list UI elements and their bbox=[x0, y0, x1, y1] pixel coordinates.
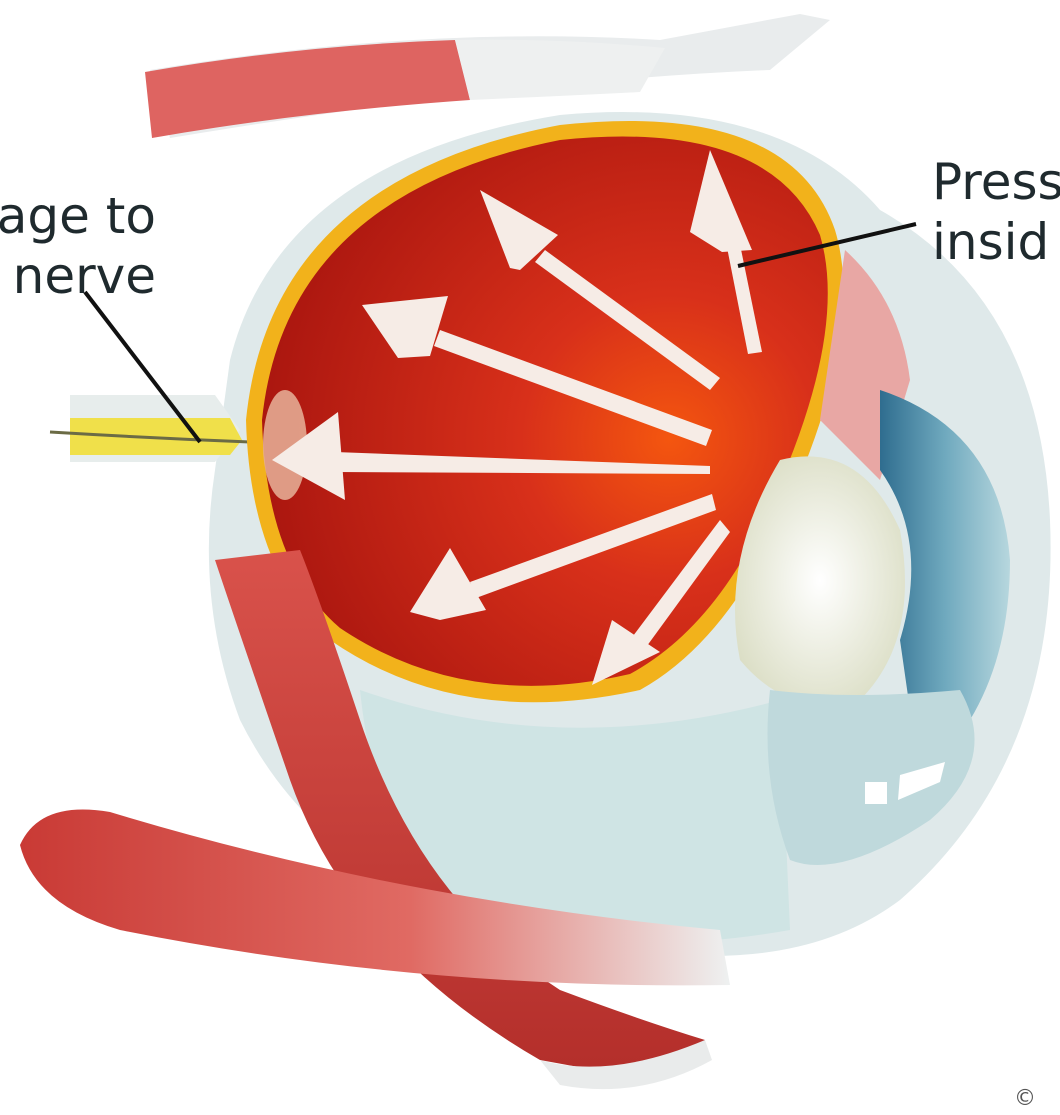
label-left-line2: nerve bbox=[13, 247, 156, 305]
optic-nerve-damage-label: age to nerve bbox=[0, 186, 156, 306]
superior-muscle bbox=[145, 14, 830, 138]
optic-nerve bbox=[50, 395, 250, 462]
label-left-line1: age to bbox=[0, 187, 156, 245]
copyright-mark: © bbox=[1014, 1086, 1036, 1111]
label-right-line2: insid bbox=[932, 213, 1049, 271]
pressure-inside-label: Press insid bbox=[932, 152, 1060, 272]
label-right-line1: Press bbox=[932, 153, 1060, 211]
